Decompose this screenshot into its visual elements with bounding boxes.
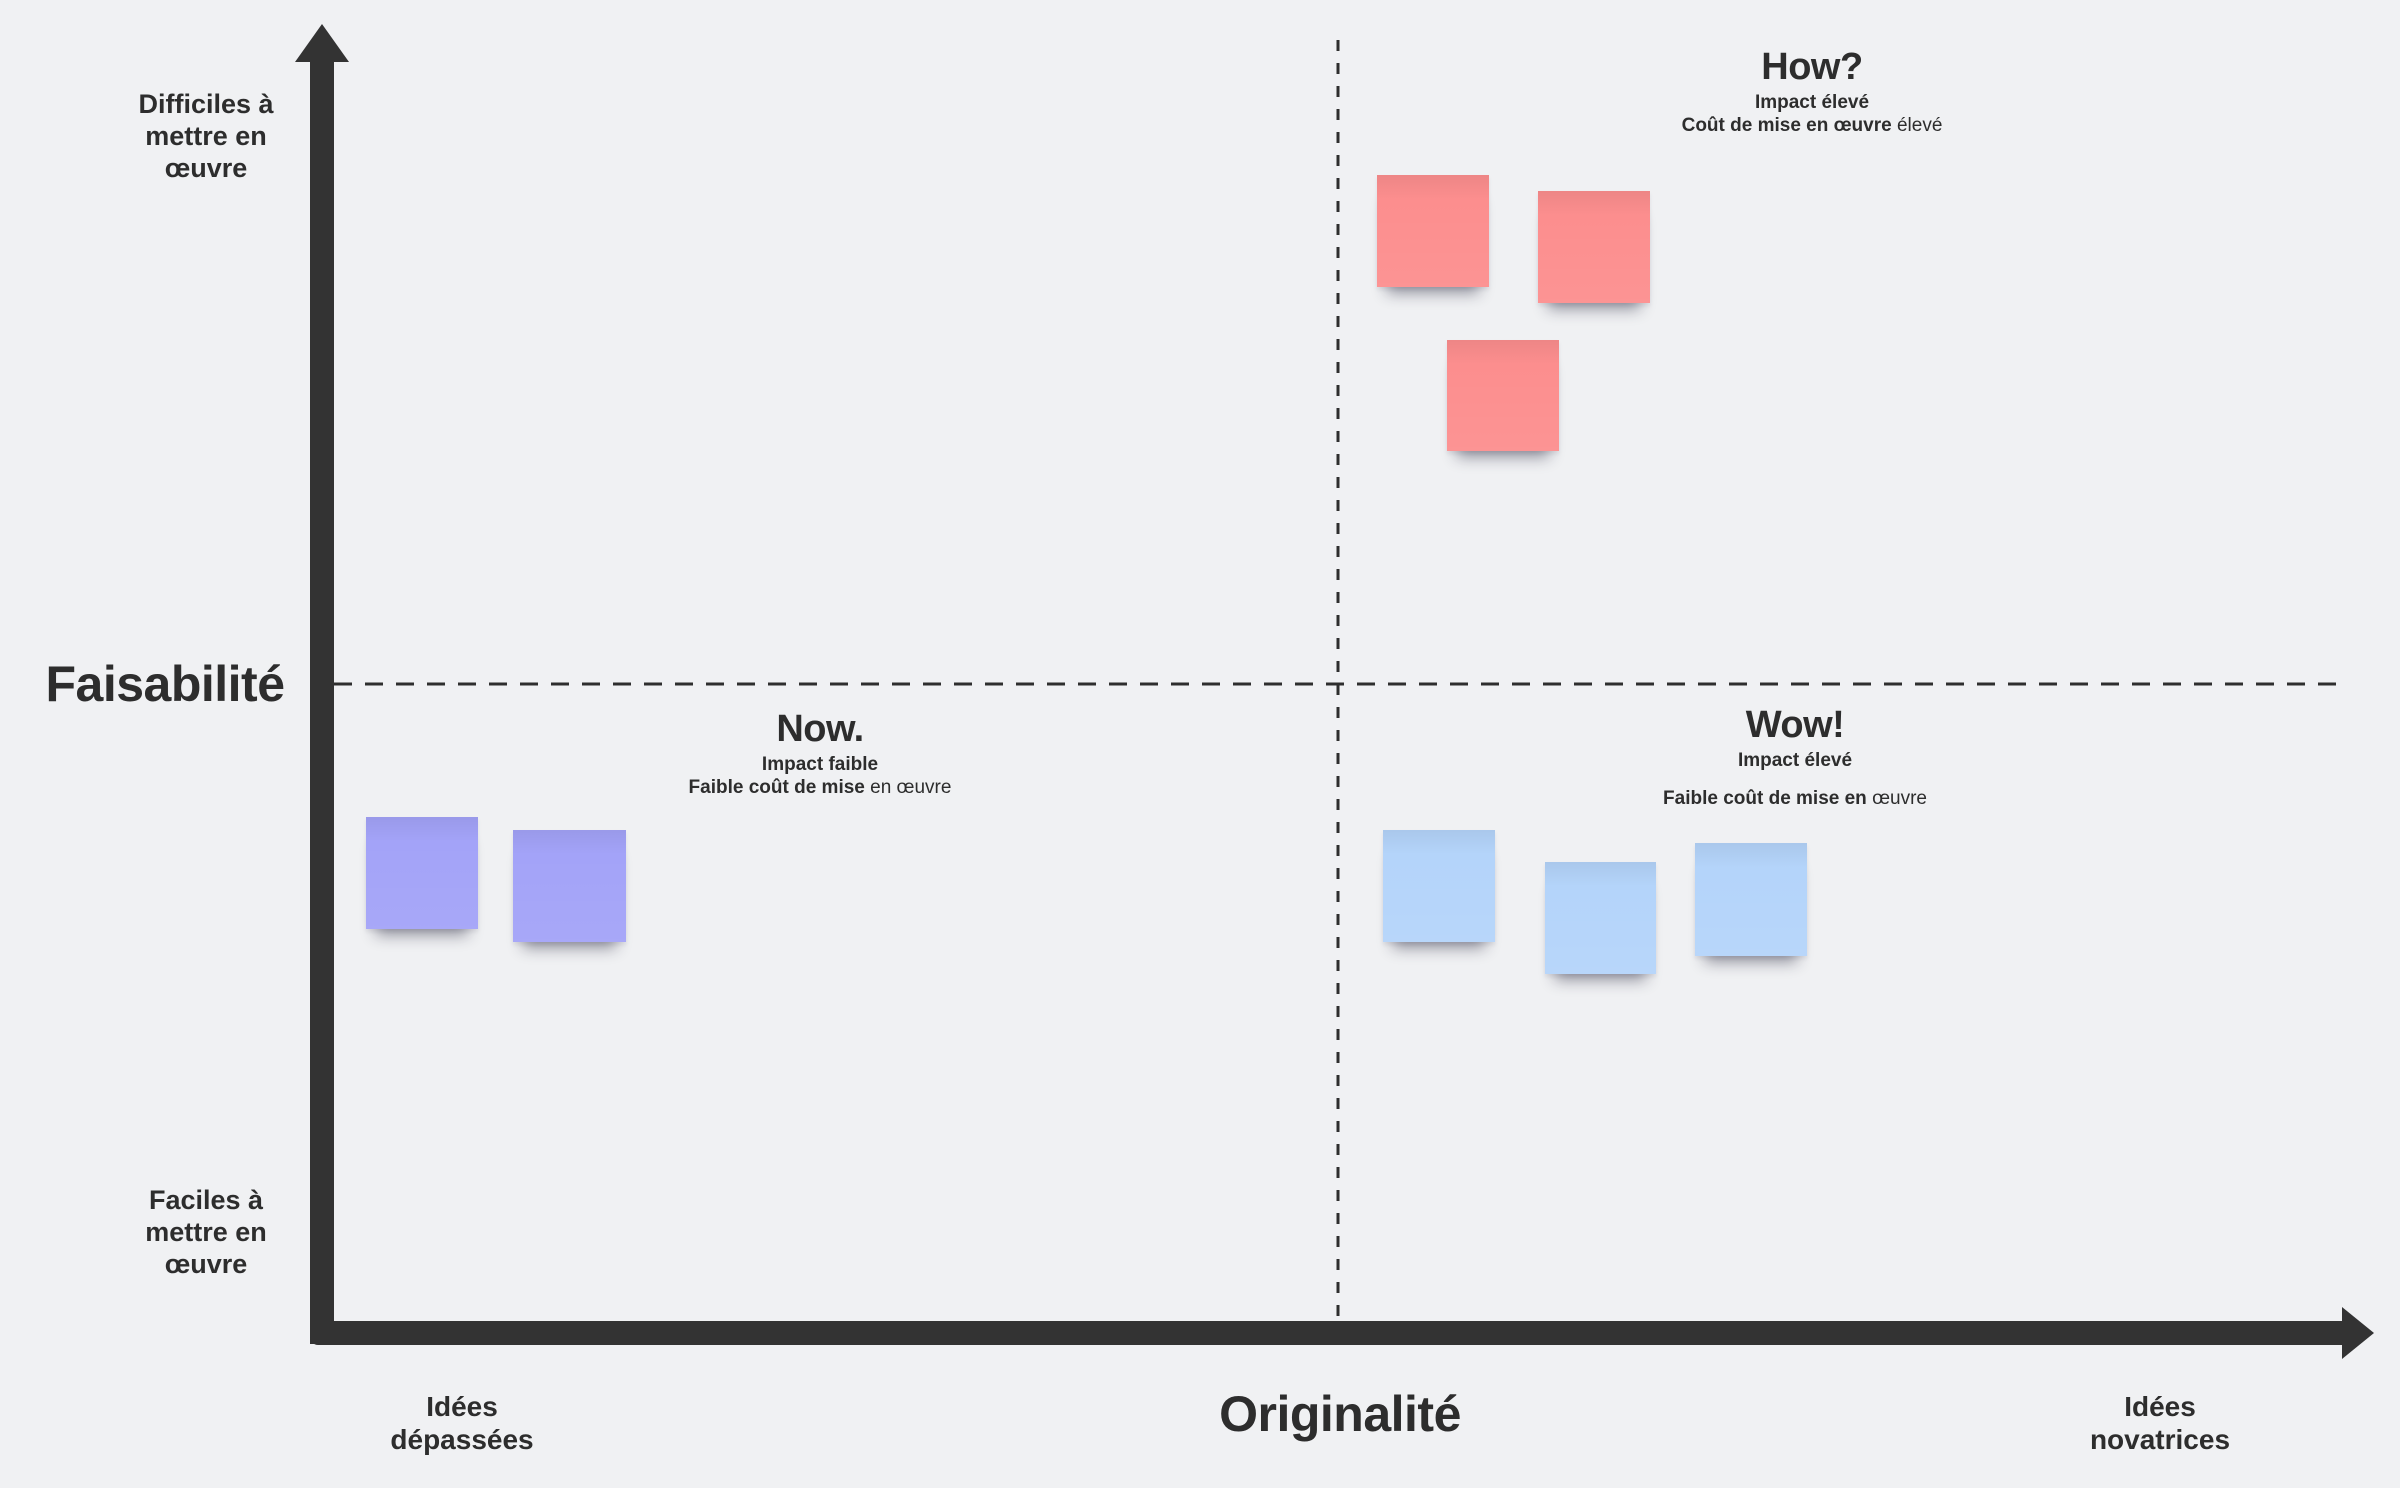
sticky-note-purple-1[interactable] [366, 817, 478, 929]
sticky-note-pink-2[interactable] [1538, 191, 1650, 303]
sticky-note-blue-3[interactable] [1695, 843, 1807, 956]
sticky-note-blue-2[interactable] [1545, 862, 1656, 974]
sticky-note-purple-2[interactable] [513, 830, 626, 942]
sticky-note-pink-3[interactable] [1447, 340, 1559, 451]
quadrant-wow-cost-line: Faible coût de mise en œuvre [1663, 788, 1927, 809]
quadrant-wow-title: Wow! [1745, 704, 1845, 746]
quadrant-now-impact-line: Impact faible [761, 754, 879, 775]
quadrant-how-impact-line: Impact élevé [1754, 92, 1870, 113]
x-axis-right-label: Idées novatrices [2089, 1391, 2231, 1455]
y-axis-top-label: Difficiles à mettre en œuvre [138, 89, 274, 183]
x-axis-arrow-right-icon [2342, 1307, 2374, 1359]
y-axis-line [310, 50, 334, 1344]
quadrant-how-title: How? [1761, 46, 1863, 88]
quadrant-wow-label: Wow! Impact élevé Faible coût de mise en… [1545, 702, 2045, 810]
quadrant-now-cost-line: Faible coût de mise en œuvre [688, 777, 952, 798]
x-axis-left-label: Idées dépassées [390, 1391, 534, 1455]
x-axis-title: Originalité [1219, 1386, 1461, 1442]
sticky-note-pink-1[interactable] [1377, 175, 1489, 287]
quadrant-how-label: How? Impact élevé Coût de mise en œuvre … [1562, 44, 2062, 137]
quadrant-now-label: Now. Impact faible Faible coût de mise e… [570, 706, 1070, 799]
quadrant-how-cost-line: Coût de mise en œuvre élevé [1681, 115, 1943, 136]
y-axis-title: Faisabilité [45, 656, 285, 712]
quadrant-wow-impact-line: Impact élevé [1737, 750, 1853, 771]
y-axis-arrow-up-icon [295, 24, 349, 62]
quadrant-now-title: Now. [776, 708, 864, 750]
sticky-note-blue-1[interactable] [1383, 830, 1495, 942]
y-axis-bottom-label: Faciles à mettre en œuvre [145, 1185, 267, 1279]
x-axis-line [310, 1321, 2344, 1345]
